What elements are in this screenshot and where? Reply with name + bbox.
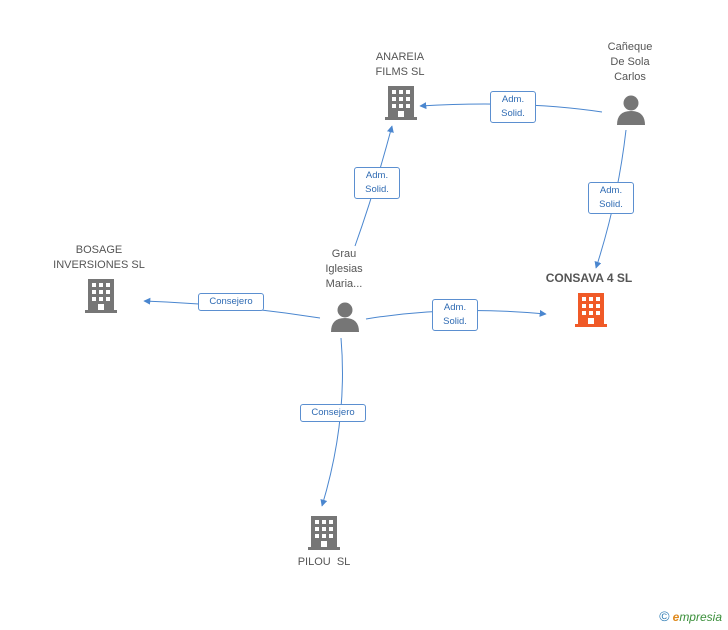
node-label-caneque: Cañeque De Sola Carlos (607, 41, 653, 83)
node-label-grau: Grau Iglesias Maria... (325, 248, 363, 290)
brand-initial: e (672, 610, 680, 624)
edge-label-grau-anareia: Adm. Solid. (354, 167, 400, 199)
node-label-bosage: BOSAGE INVERSIONES SL (53, 244, 145, 271)
person-icon[interactable] (330, 302, 360, 332)
building-icon[interactable] (308, 516, 340, 550)
building-icon[interactable] (85, 279, 117, 313)
edge-label-caneque-consava: Adm. Solid. (588, 182, 634, 214)
edge-label-grau-bosage: Consejero (198, 293, 264, 311)
edge-grau-pilou (320, 337, 343, 507)
brand-name: mpresia (679, 610, 722, 624)
edge-label-grau-consava: Adm. Solid. (432, 299, 478, 331)
node-label-consava: CONSAVA 4 SL (545, 271, 633, 285)
copyright-icon: © (659, 608, 670, 624)
edge-label-caneque-anareia: Adm. Solid. (490, 91, 536, 123)
person-icon[interactable] (616, 95, 646, 125)
building-icon[interactable] (385, 86, 417, 120)
node-label-anareia: ANAREIA FILMS SL (375, 51, 425, 78)
empresia-logo: ©empresia (659, 608, 722, 624)
edge-label-grau-pilou: Consejero (300, 404, 366, 422)
node-label-pilou: PILOU SL (297, 556, 351, 568)
building-icon[interactable] (575, 293, 607, 327)
